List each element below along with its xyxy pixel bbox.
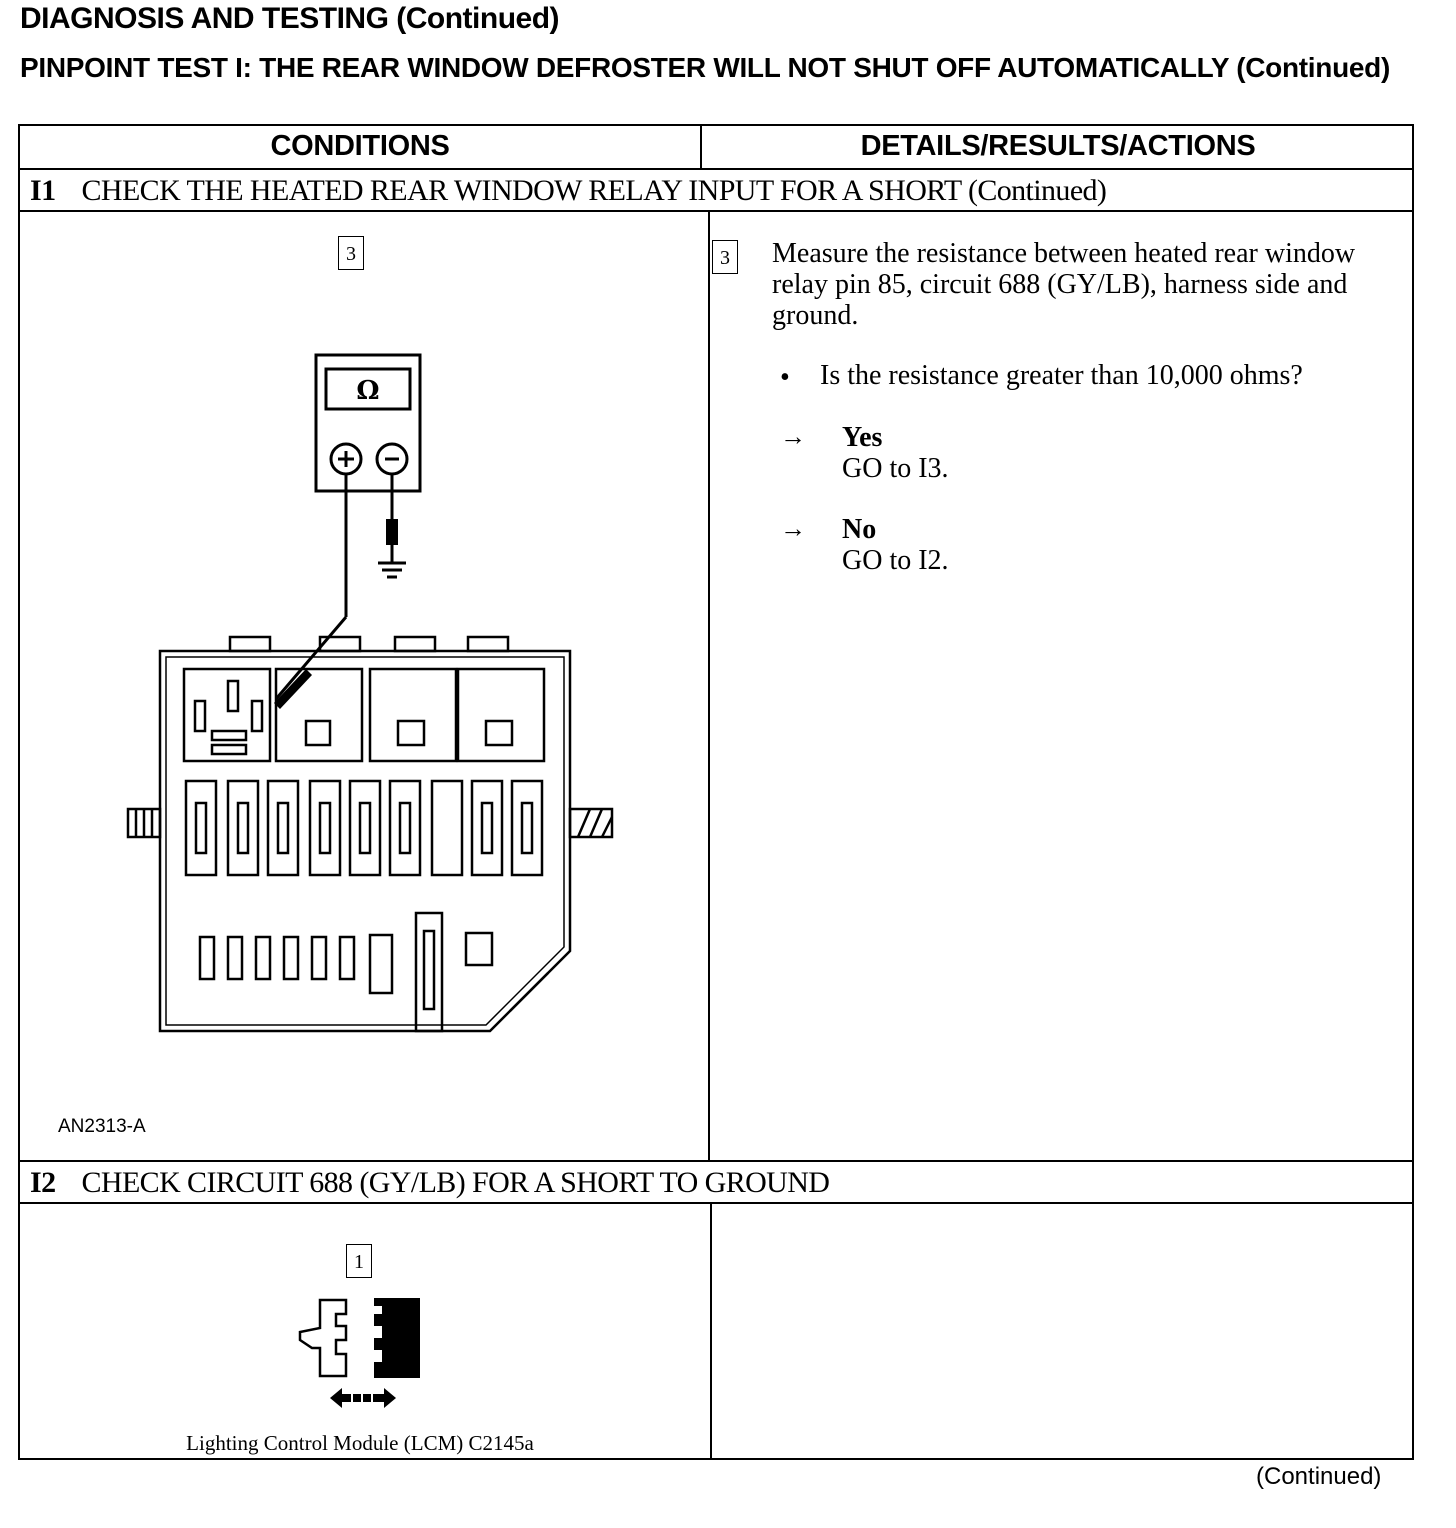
yes-response: Yes GO to I3.: [842, 422, 949, 484]
i2-column-divider: [710, 1202, 712, 1460]
yes-label: Yes: [842, 422, 883, 453]
step-i1-divider: [20, 210, 1412, 212]
connector-caption: Lighting Control Module (LCM) C2145a: [186, 1431, 534, 1455]
step-i2-id: I2: [30, 1166, 56, 1199]
header-divider: [20, 168, 1412, 170]
step-i1-title-text: CHECK THE HEATED REAR WINDOW RELAY INPUT…: [81, 174, 1107, 207]
step-i2-title-text: CHECK CIRCUIT 688 (GY/LB) FOR A SHORT TO…: [81, 1166, 830, 1199]
i1-column-divider: [708, 210, 710, 1160]
measure-instruction: Measure the resistance between heated re…: [772, 238, 1356, 331]
figure-step-box: 3: [338, 236, 364, 270]
meter-ohm-symbol: Ω: [356, 376, 379, 406]
step-i2-title: I2 CHECK CIRCUIT 688 (GY/LB) FOR A SHORT …: [30, 1166, 830, 1200]
conditions-header: CONDITIONS: [270, 130, 450, 162]
resistance-question: Is the resistance greater than 10,000 oh…: [820, 360, 1303, 391]
step-i1-title: I1 CHECK THE HEATED REAR WINDOW RELAY INP…: [30, 174, 1107, 208]
step-i2-top-divider: [20, 1160, 1412, 1162]
no-label: No: [842, 514, 877, 545]
no-response: No GO to I2.: [842, 514, 949, 576]
yes-arrow-icon: →: [780, 422, 806, 451]
double-arrow-icon: [330, 1388, 396, 1408]
connector-icon: [298, 1298, 420, 1408]
section-title: DIAGNOSIS AND TESTING (Continued): [20, 2, 560, 35]
details-header: DETAILS/RESULTS/ACTIONS: [860, 130, 1256, 162]
detail-step-box: 3: [712, 240, 738, 274]
step-i2-divider: [20, 1202, 1412, 1204]
figure-code: AN2313-A: [58, 1116, 146, 1137]
ground-icon: [378, 561, 406, 579]
test-title: PINPOINT TEST I: THE REAR WINDOW DEFROST…: [20, 52, 1390, 83]
header-column-divider: [700, 126, 702, 168]
negative-probe: [386, 519, 398, 545]
ohmmeter-junction-figure: Ω: [126, 353, 614, 1033]
question-bullet: •: [780, 362, 790, 393]
no-arrow-icon: →: [780, 514, 806, 543]
continued-footer: (Continued): [1256, 1463, 1382, 1490]
i2-figure-step-box: 1: [346, 1244, 372, 1278]
no-action: GO to I2.: [842, 545, 949, 576]
step-i1-id: I1: [30, 174, 56, 207]
fuse-junction-panel-icon: [126, 635, 614, 1033]
yes-action: GO to I3.: [842, 453, 949, 484]
positive-probe: [274, 669, 312, 709]
